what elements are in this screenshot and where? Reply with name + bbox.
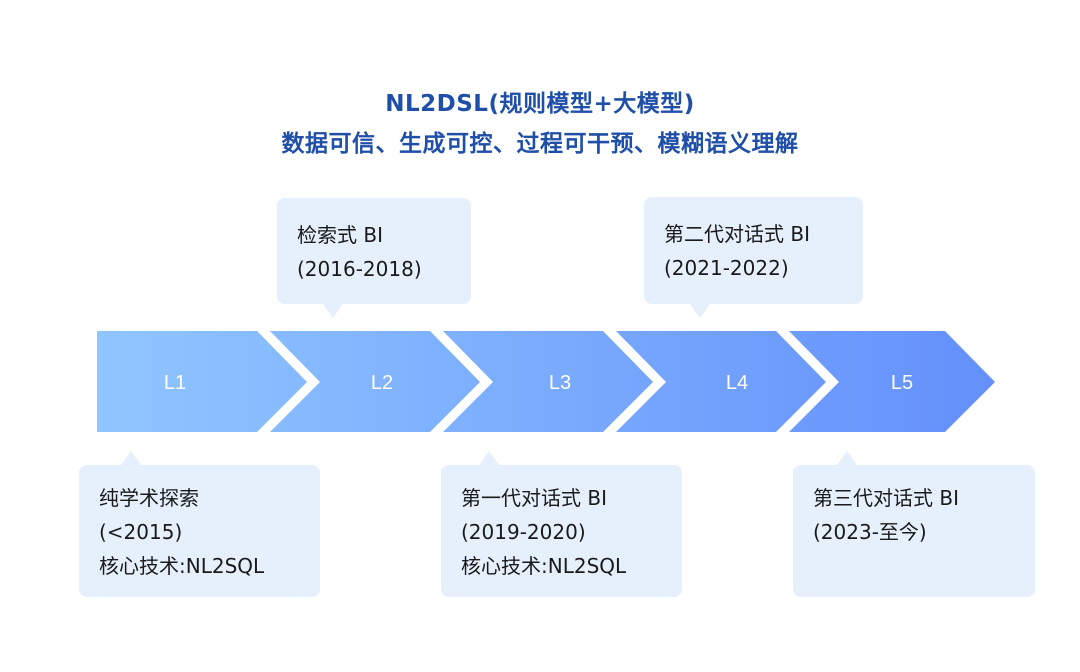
callout-l1-line-2: (<2015) xyxy=(99,520,183,544)
callout-l3-line-1: 第一代对话式 BI xyxy=(461,486,607,510)
stage-label-l5: L5 xyxy=(891,372,913,394)
stage-chevron-l1 xyxy=(97,331,307,432)
callout-l3-line-2: (2019-2020) xyxy=(461,520,586,544)
diagram-title-line-2: 数据可信、生成可控、过程可干预、模糊语义理解 xyxy=(281,131,799,157)
callout-l4-line-2: (2021-2022) xyxy=(664,256,789,280)
callout-l4: 第二代对话式 BI (2021-2022) xyxy=(644,197,863,318)
stage-label-l1: L1 xyxy=(164,372,186,394)
callout-l5-line-1: 第三代对话式 BI xyxy=(813,486,959,510)
callout-l1-line-1: 纯学术探索 xyxy=(99,486,199,510)
callout-l4-line-1: 第二代对话式 BI xyxy=(664,222,810,246)
stage-chevron-l5 xyxy=(789,331,995,432)
diagram-title-line-1: NL2DSL(规则模型+大模型) xyxy=(385,91,695,117)
callout-l2-line-1: 检索式 BI xyxy=(297,223,383,247)
callout-l3-line-3: 核心技术:NL2SQL xyxy=(461,554,627,578)
callout-l5-line-2: (2023-至今) xyxy=(813,520,927,544)
stage-label-l3: L3 xyxy=(549,372,571,394)
callout-l1: 纯学术探索 (<2015) 核心技术:NL2SQL xyxy=(79,451,320,597)
callout-l2-line-2: (2016-2018) xyxy=(297,257,422,281)
stage-chevron-l3 xyxy=(443,331,653,432)
stage-chevron-l4 xyxy=(616,331,826,432)
callout-l3: 第一代对话式 BI (2019-2020) 核心技术:NL2SQL xyxy=(441,451,682,597)
callout-l1-line-3: 核心技术:NL2SQL xyxy=(99,554,265,578)
callout-l5: 第三代对话式 BI (2023-至今) xyxy=(793,451,1035,597)
stage-label-l4: L4 xyxy=(726,372,748,394)
stage-chevron-l2 xyxy=(270,331,480,432)
callout-l2: 检索式 BI (2016-2018) xyxy=(277,198,471,318)
stage-label-l2: L2 xyxy=(371,372,393,394)
